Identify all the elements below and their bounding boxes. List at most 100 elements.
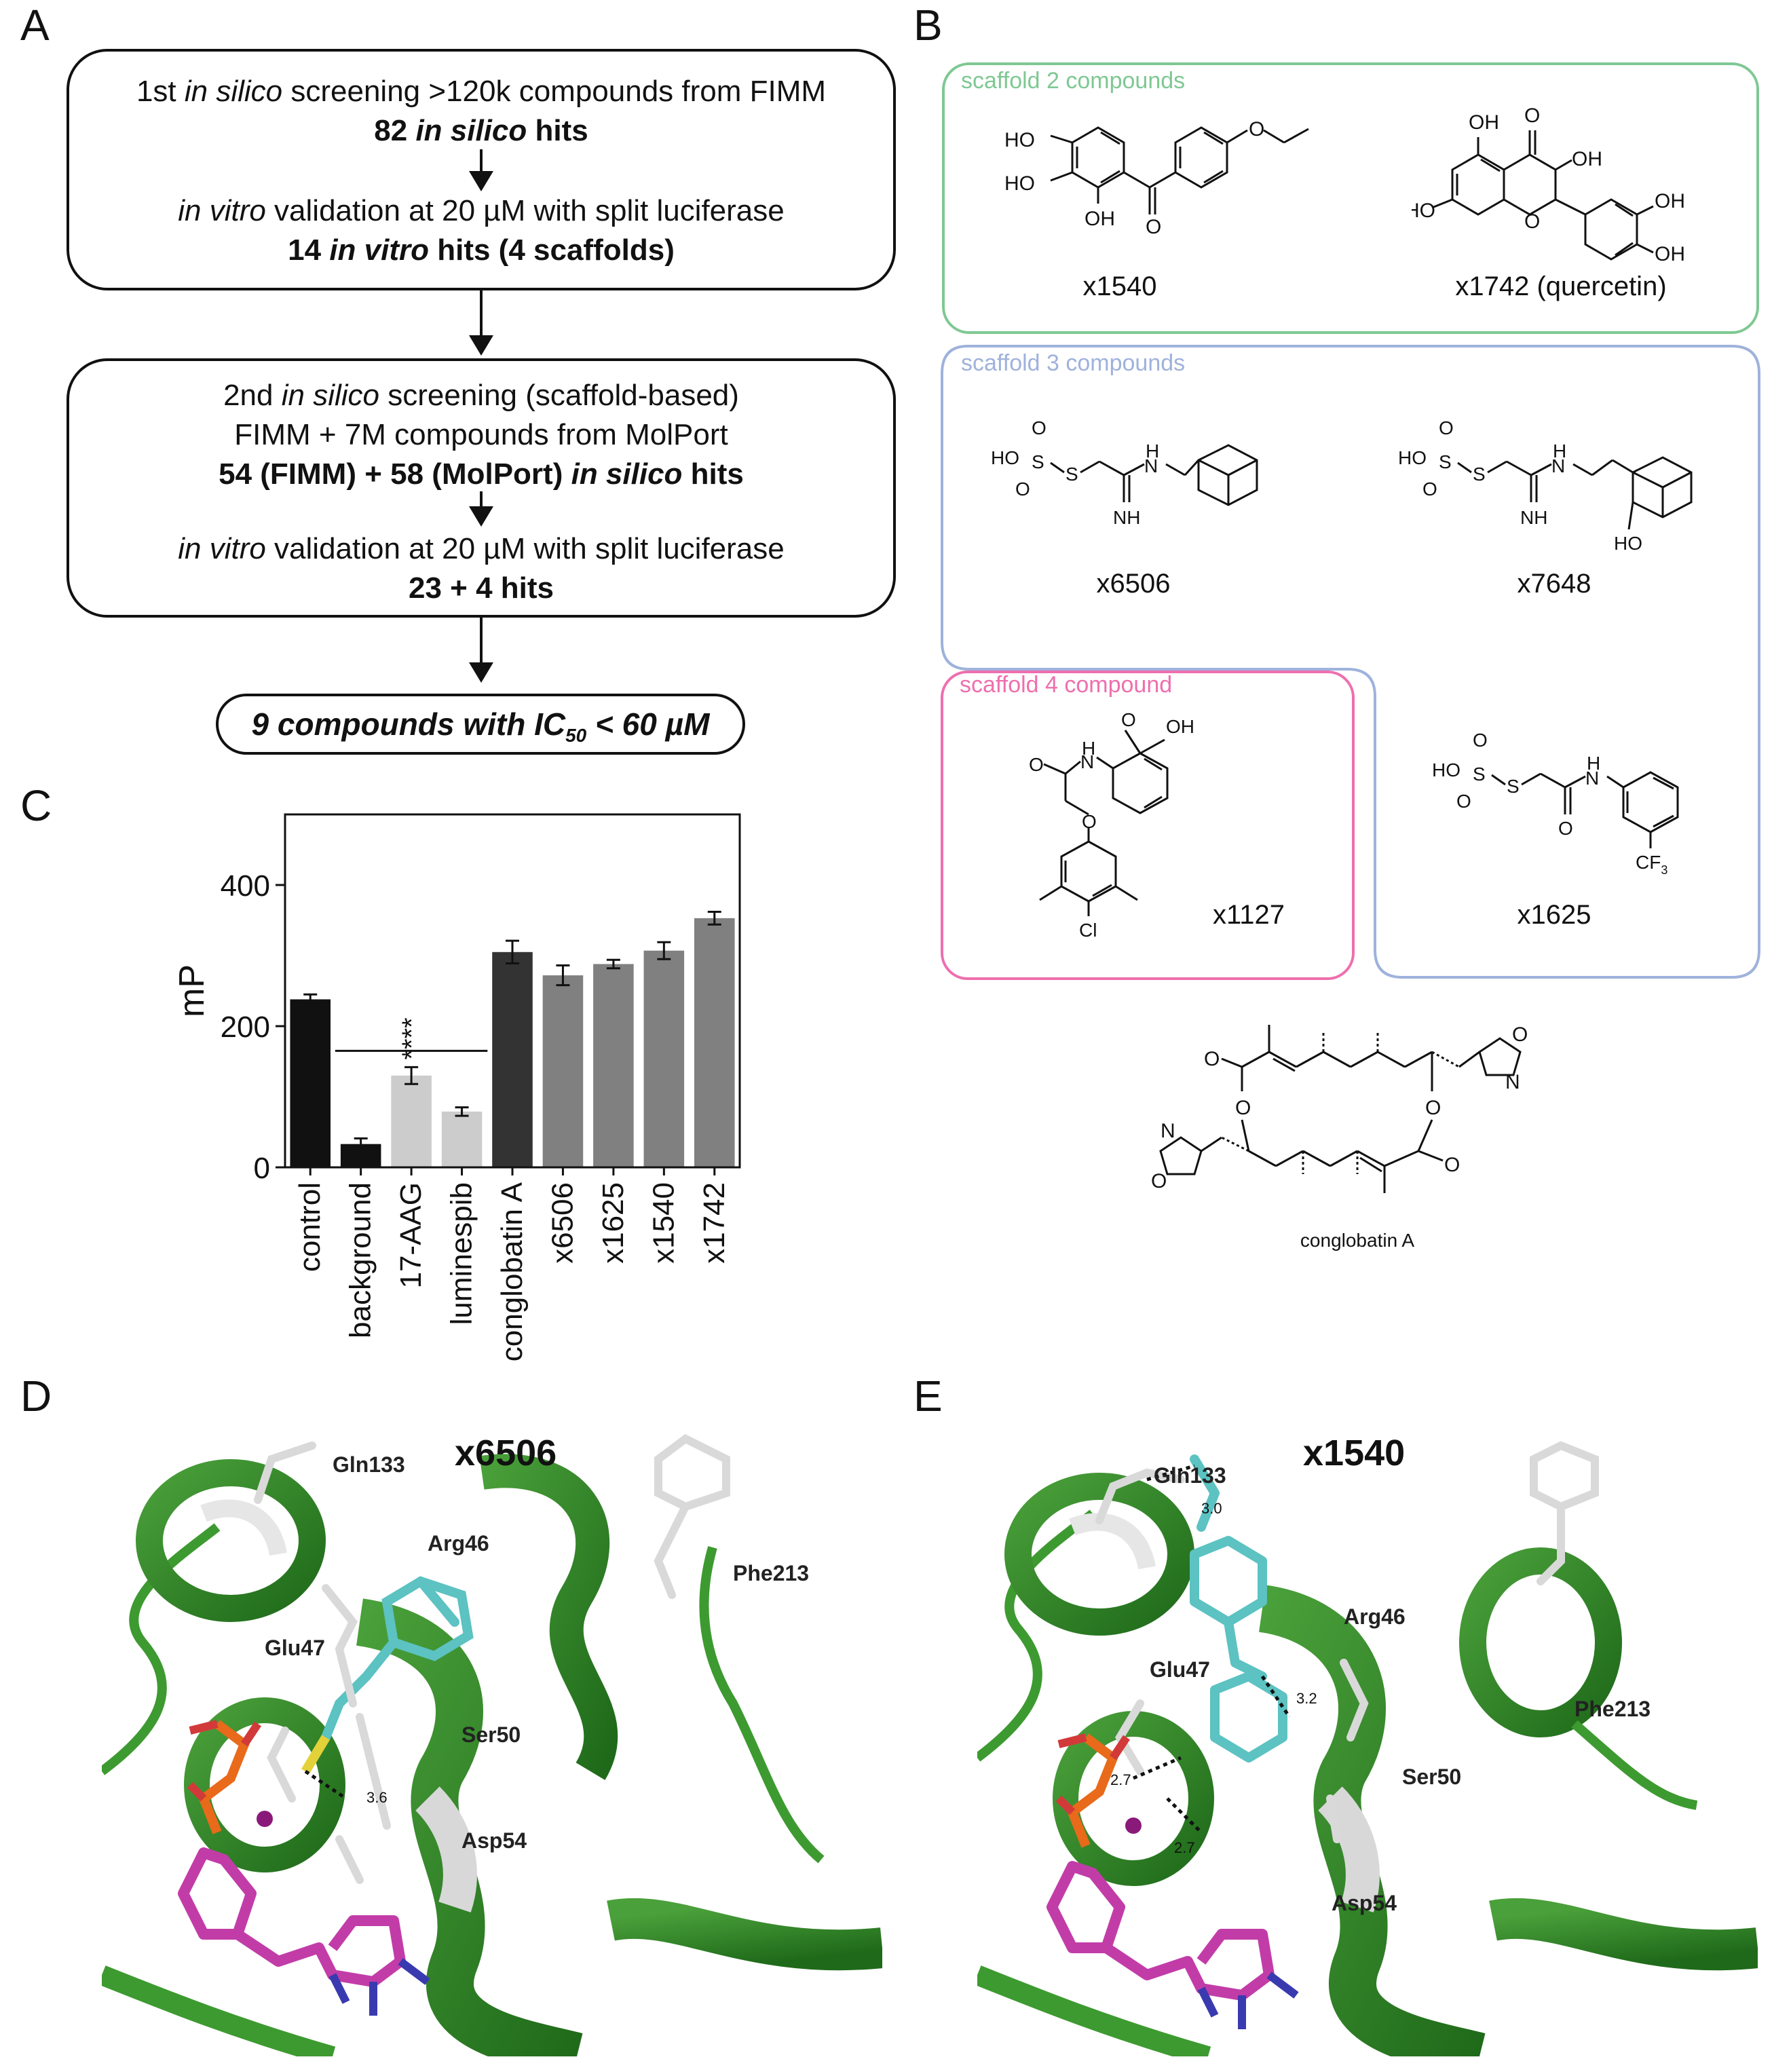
structure-d-title: x6506 [455,1433,557,1473]
x-tick-label: x6506 [546,1182,579,1264]
svg-text:O: O [1422,478,1437,500]
flow-arrow [480,290,483,338]
svg-text:3.0: 3.0 [1201,1500,1222,1517]
compound-label-x1127: x1127 [1212,900,1285,930]
svg-text:NH: NH [1113,507,1140,528]
svg-text:O: O [1512,1023,1528,1046]
flow-arrow [480,149,483,175]
flow-arrow [480,618,483,665]
svg-text:O: O [1425,1097,1441,1119]
residue-label: Arg46 [428,1531,489,1556]
x-tick-label: 17-AAG [394,1182,428,1289]
svg-text:OH: OH [1655,190,1685,212]
svg-text:OH: OH [1166,716,1194,737]
svg-text:O: O [1015,478,1030,500]
svg-text:O: O [1524,210,1540,233]
scaffold-2-box [942,62,1759,334]
structure-x1540: HO HO OH O O [1004,118,1309,238]
residue-label: Phe213 [1575,1697,1651,1721]
svg-text:N: N [1161,1120,1175,1142]
residue-label: Ser50 [461,1722,521,1747]
flow-text: FIMM + 7M compounds from MolPort [234,418,728,451]
scaffold-4-box [941,671,1355,980]
structure-conglobatin-a: O O O O O N N O [1151,1023,1528,1193]
protein-structure-e: 3.0 3.2 2.7 2.7 [977,1441,1758,2056]
svg-text:Cl: Cl [1079,920,1097,941]
flow-arrow-head [469,171,493,191]
svg-text:HO: HO [1614,533,1642,554]
compound-label-x7648: x7648 [1517,569,1591,599]
bar-x6506 [542,975,584,1167]
y-tick-label: 200 [221,1011,270,1044]
residue-label: Glu47 [265,1636,325,1660]
structure-x1127: O OH H N O O Cl [1029,709,1194,941]
x-tick-label: background [344,1182,377,1338]
svg-text:O: O [1146,216,1161,238]
residue-label: Asp54 [1332,1891,1397,1915]
significance-stars: **** [397,1017,427,1059]
flow-arrow-head [469,506,493,527]
flow-final-result: 9 compounds with IC50 < 60 µM [216,694,745,755]
bar-x1742 [694,918,735,1167]
svg-text:S: S [1439,451,1452,472]
flow-arrow [480,491,483,510]
flow-box-first-screen: 1st in silico screening >120k compounds … [67,49,896,290]
svg-text:O: O [1235,1097,1251,1119]
y-axis-label: mP [172,964,212,1017]
svg-text:H: H [1146,440,1159,462]
x-tick-label: x1625 [597,1182,630,1264]
svg-text:O: O [1151,1170,1167,1192]
svg-text:O: O [1029,754,1044,775]
bar-x1540 [643,950,685,1167]
svg-text:N: N [1144,455,1158,476]
flow-box-second-screen: 2nd in silico screening (scaffold-based)… [67,358,896,618]
structure-x7648: O HO S O S H N NH HO [1398,417,1693,554]
y-tick-label: 400 [221,869,270,903]
structure-x6506: O HO S O S H N NH [991,417,1258,528]
svg-text:N: N [1585,768,1599,789]
bar-conglobatin-a [492,952,533,1167]
x-tick-label: luminespib [445,1182,478,1325]
svg-text:O: O [1121,709,1136,730]
svg-text:O: O [1204,1048,1220,1070]
svg-text:HO: HO [1004,172,1035,195]
svg-text:S: S [1032,451,1044,472]
flow-text: 23 + 4 hits [408,571,554,605]
svg-text:H: H [1553,440,1566,462]
svg-text:CF3: CF3 [1636,852,1667,877]
svg-text:N: N [1080,751,1094,772]
y-tick-label: 0 [254,1152,270,1185]
svg-text:S: S [1066,464,1078,485]
svg-text:2.7: 2.7 [1110,1771,1131,1788]
svg-text:O: O [1249,118,1264,140]
structure-x1742: OH O OH O HO OH OH [1412,105,1685,265]
residue-label: Ser50 [1402,1765,1462,1789]
svg-text:S: S [1473,464,1486,485]
svg-text:O: O [1032,417,1047,438]
scaffold-2-title: scaffold 2 compounds [961,68,1186,94]
svg-text:OH: OH [1469,111,1499,134]
svg-text:N: N [1505,1071,1520,1093]
residue-label: Gln133 [333,1452,405,1477]
flow-arrow-head [469,335,493,356]
flow-text: in vitro validation at 20 µM with split … [178,194,785,227]
svg-text:OH: OH [1655,243,1685,265]
svg-text:H: H [1587,753,1600,774]
svg-text:S: S [1473,764,1486,785]
flow-text: 2nd in silico screening (scaffold-based) [223,379,739,412]
flow-text: 1st in silico screening >120k compounds … [136,75,827,108]
svg-text:O: O [1558,818,1573,839]
x-tick-label: x1540 [647,1182,680,1264]
svg-text:NH: NH [1520,507,1547,528]
compound-label-x1742: x1742 (quercetin) [1455,271,1667,301]
panel-label-d: D [20,1372,52,1420]
panel-label-e: E [913,1372,943,1420]
flow-arrow-head [469,662,493,683]
svg-text:2.7: 2.7 [1174,1839,1195,1856]
residue-label: Glu47 [1150,1657,1210,1682]
svg-text:HO: HO [1004,129,1035,151]
flow-text: 14 in vitro hits (4 scaffolds) [288,233,675,267]
svg-text:S: S [1507,776,1520,797]
flow-text: 54 (FIMM) + 58 (MolPort) in silico hits [219,457,744,491]
